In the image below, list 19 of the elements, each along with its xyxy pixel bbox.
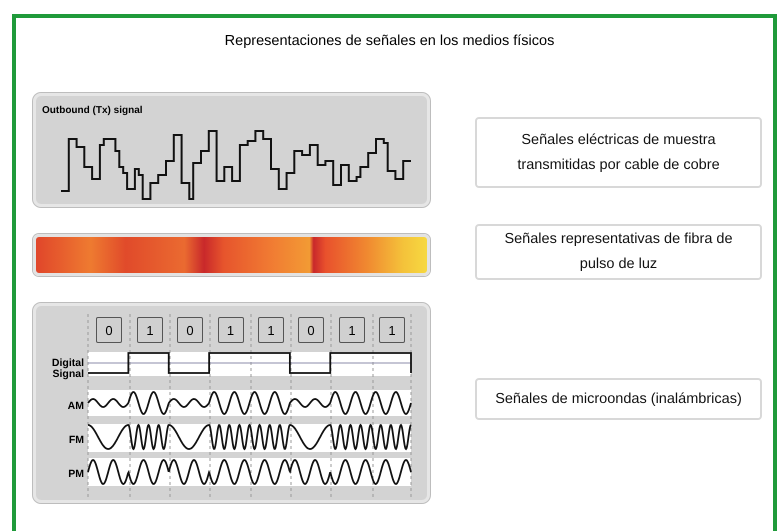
bit-box: 1 bbox=[137, 317, 163, 343]
light-pulse-bar bbox=[33, 234, 430, 276]
row-label: AM bbox=[66, 401, 84, 412]
diagram-title: Representaciones de señales en los medios físicos bbox=[224, 33, 556, 51]
bit-box: 1 bbox=[379, 317, 405, 343]
bit-box: 1 bbox=[218, 317, 244, 343]
bit-box: 1 bbox=[339, 317, 365, 343]
bit-box: 1 bbox=[258, 317, 284, 343]
panel-title: Outbound (Tx) signal bbox=[42, 105, 143, 116]
signal-panel bbox=[33, 93, 430, 207]
row-label: PM bbox=[67, 469, 84, 480]
row-label: FM bbox=[68, 435, 84, 446]
description-box: Señales representativas de fibra de pulso de luz bbox=[475, 224, 762, 280]
description-box: Señales de microondas (inalámbricas) bbox=[475, 378, 762, 420]
description-box: Señales eléctricas de muestra transmitidas por cable de cobre bbox=[475, 117, 762, 188]
bit-box: 0 bbox=[177, 317, 203, 343]
bit-box: 0 bbox=[96, 317, 122, 343]
bit-box: 0 bbox=[298, 317, 324, 343]
row-label: Digital Signal bbox=[50, 358, 84, 380]
